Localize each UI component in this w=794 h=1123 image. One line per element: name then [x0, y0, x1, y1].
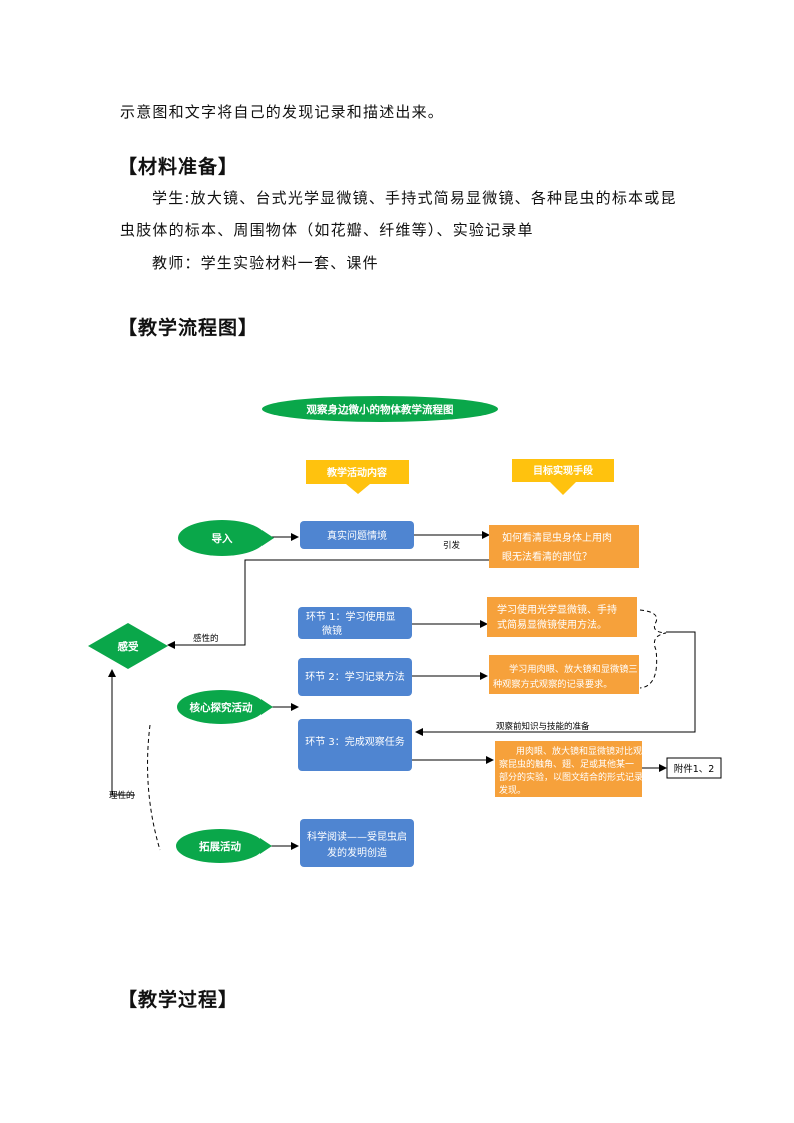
question-line1: 如何看清昆虫身体上用肉: [502, 531, 612, 544]
brace-dashed: [639, 609, 667, 689]
intro-oval-label: 导入: [212, 533, 233, 545]
flowchart-title-oval: 观察身边微小的物体教学流程图: [262, 396, 498, 422]
outcome2-box: 学习用肉眼、放大镜和显微镜三 种观察方式观察的记录要求。: [489, 655, 639, 694]
prep-feedback-arrow: [415, 631, 696, 736]
outcome1-line1: 学习使用光学显微镜、手持: [497, 603, 617, 616]
feel-diamond-label: 感受: [118, 640, 139, 653]
intro-line: 示意图和文字将自己的发现记录和描述出来。: [120, 103, 445, 121]
students-line-2: 虫肢体的标本、周围物体（如花瓣、纤维等）、实验记录单: [120, 221, 534, 239]
outcome2-line2: 种观察方式观察的记录要求。: [493, 678, 612, 690]
extend-oval: 拓展活动: [176, 829, 272, 863]
outcome3-box: 用肉眼、放大镜和显微镜对比观 察昆虫的触角、翅、足或其他某一 部分的实验，以图文…: [495, 741, 643, 797]
teacher-line: 教师：学生实验材料一套、课件: [152, 254, 379, 272]
step2-label: 环节 2：学习记录方法: [305, 670, 405, 683]
students-line-1: 学生:放大镜、台式光学显微镜、手持式简易显微镜、各种昆虫的标本或昆: [152, 189, 677, 207]
question-box: 如何看清昆虫身体上用肉 眼无法看清的部位？: [489, 525, 639, 568]
step1-line1: 环节 1：学习使用显: [306, 610, 396, 623]
step3-label: 环节 3：完成观察任务: [305, 735, 405, 748]
outcome3-line2: 察昆虫的触角、翅、足或其他某一: [499, 758, 634, 770]
flowchart-heading: 【教学流程图】: [118, 317, 259, 339]
step2-box: 环节 2：学习记录方法: [298, 658, 412, 696]
outcome3-line3: 部分的实验，以图文结合的形式记录: [499, 771, 643, 783]
step1-box: 环节 1：学习使用显 微镜: [298, 607, 412, 639]
step1-line2: 微镜: [322, 624, 342, 637]
lead-label: 引发: [443, 540, 461, 551]
question-to-diamond-arrow: [167, 559, 491, 649]
feel-diamond: 感受: [88, 623, 168, 669]
col-means-header: 目标实现手段: [512, 459, 614, 495]
outcome3-line1: 用肉眼、放大镜和显微镜对比观: [516, 745, 642, 757]
question-line2: 眼无法看清的部位？: [502, 550, 592, 563]
extend-oval-label: 拓展活动: [199, 840, 241, 853]
outcome1-box: 学习使用光学显微镜、手持 式简易显微镜使用方法。: [487, 597, 637, 637]
step3-box: 环节 3：完成观察任务: [298, 719, 412, 771]
rational-to-diamond-arrow: [108, 669, 135, 796]
science-reading-line2: 发的发明创造: [327, 846, 387, 859]
core-oval-label: 核心探究活动: [190, 701, 253, 714]
outcome1-line2: 式简易显微镜使用方法。: [497, 618, 607, 631]
outcome2-line1: 学习用肉眼、放大镜和显微镜三: [509, 663, 638, 675]
science-reading-box: 科学阅读——受昆虫启 发的发明创造: [300, 819, 414, 867]
materials-heading: 【材料准备】: [118, 156, 239, 178]
col-content-label: 教学活动内容: [326, 466, 387, 479]
outcome3-line4: 发现。: [499, 784, 526, 796]
prep-label: 观察前知识与技能的准备: [496, 721, 590, 732]
flowchart-title: 观察身边微小的物体教学流程图: [307, 403, 454, 416]
real-problem-label: 真实问题情境: [327, 529, 387, 542]
col-content-header: 教学活动内容: [306, 460, 409, 494]
col-means-label: 目标实现手段: [533, 464, 593, 477]
science-reading-line1: 科学阅读——受昆虫启: [307, 830, 407, 843]
process-heading: 【教学过程】: [118, 989, 239, 1011]
record-sheet-box: 附件1、2: [666, 757, 722, 779]
connector-lines: [108, 531, 696, 851]
real-problem-box: 真实问题情境: [300, 521, 414, 549]
intro-oval: 导入: [178, 520, 274, 556]
rational-label: 理性的: [109, 790, 135, 801]
core-extend-dashed: [147, 724, 161, 851]
core-oval: 核心探究活动: [177, 690, 273, 724]
record-sheet-label: 附件1、2: [674, 763, 715, 775]
perceptual-label: 感性的: [193, 633, 219, 644]
teaching-flowchart: 观察身边微小的物体教学流程图 教学活动内容 目标实现手段 导入 核心探究活动: [88, 396, 722, 867]
